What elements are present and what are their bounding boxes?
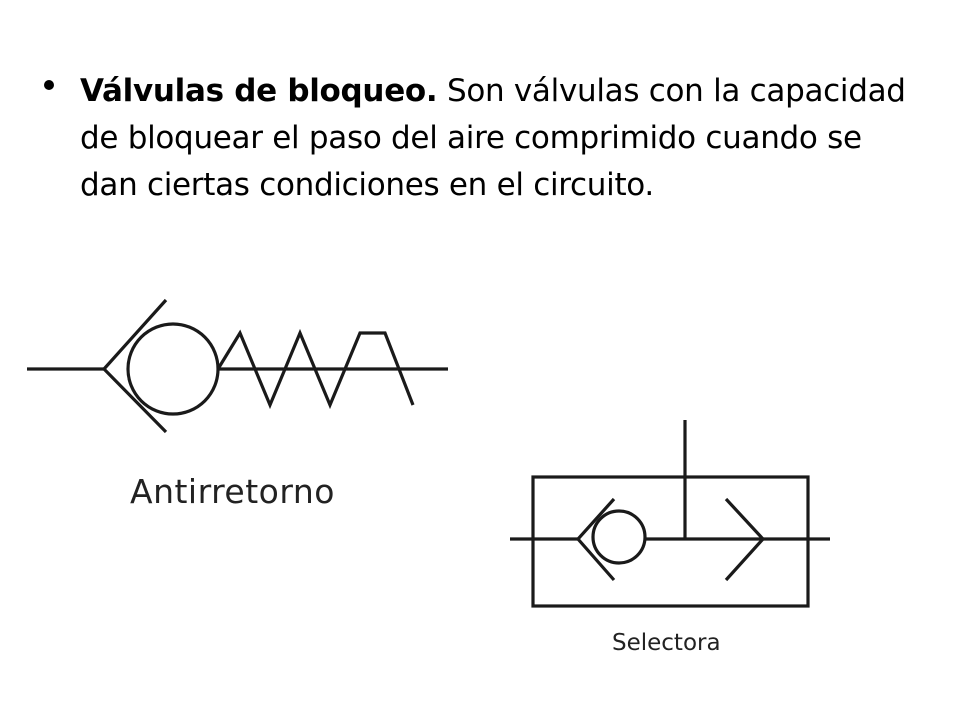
shuttle-valve-symbol bbox=[510, 420, 830, 608]
bullet-body: Son válvulas con la capacidad de bloquea… bbox=[80, 73, 906, 203]
shuttle-valve-ball bbox=[591, 509, 647, 565]
bullet-heading: Válvulas de bloqueo. bbox=[80, 73, 438, 109]
bullet-paragraph: Válvulas de bloqueo. Son válvulas con la… bbox=[44, 68, 914, 209]
bullet-marker bbox=[44, 80, 54, 90]
check-valve-ball bbox=[126, 322, 220, 416]
bullet-text: Válvulas de bloqueo. Son válvulas con la… bbox=[80, 68, 914, 209]
check-valve-spring bbox=[216, 328, 415, 410]
shuttle-valve-left-seat bbox=[575, 497, 616, 582]
check-valve-seat bbox=[101, 298, 168, 434]
check-valve-symbol bbox=[27, 298, 448, 434]
shuttle-valve-label: Selectora bbox=[612, 630, 721, 656]
shuttle-valve-body bbox=[531, 475, 810, 608]
check-valve-label: Antirretorno bbox=[130, 472, 335, 511]
